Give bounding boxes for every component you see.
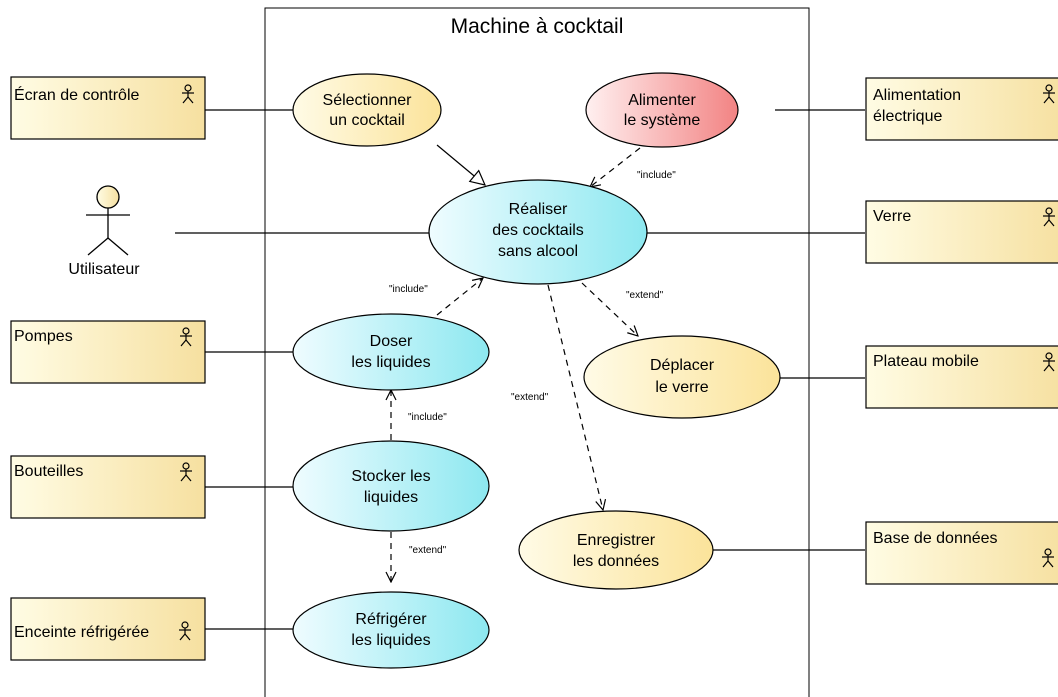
relation-include-alimenter bbox=[590, 147, 641, 187]
actor-label: Bouteilles bbox=[14, 463, 83, 480]
relation-extend-deplacer bbox=[581, 282, 638, 336]
use-case-label: le système bbox=[624, 112, 701, 129]
use-case-deplacer[interactable]: Déplacer le verre bbox=[583, 335, 781, 419]
use-case-label: Doser bbox=[370, 333, 413, 350]
actor-plateau[interactable]: Plateau mobile bbox=[865, 345, 1058, 409]
actor-label: Enceinte réfrigérée bbox=[14, 624, 149, 641]
association-lines bbox=[175, 109, 865, 630]
use-case-label: Enregistrer bbox=[577, 532, 656, 549]
actor-alimentation[interactable]: Alimentation électrique bbox=[865, 77, 1058, 141]
use-case-alimenter[interactable]: Alimenter le système bbox=[585, 72, 739, 148]
actor-icon bbox=[179, 621, 191, 641]
actor-label: Verre bbox=[873, 208, 911, 225]
actor-icon bbox=[1043, 352, 1055, 372]
relation-label: "include" bbox=[408, 412, 447, 423]
actor-boxes: Écran de contrôle Pompes Bouteilles Ence… bbox=[10, 76, 206, 661]
relation-extend-enregistrer bbox=[547, 284, 603, 510]
actor-label: Plateau mobile bbox=[873, 353, 979, 370]
use-case-label: les liquides bbox=[351, 632, 430, 649]
use-case-label: Sélectionner bbox=[323, 92, 413, 109]
use-case-label: des cocktails bbox=[492, 222, 584, 239]
relation-label: "include" bbox=[637, 170, 676, 181]
actor-label: Utilisateur bbox=[68, 261, 140, 278]
use-case-label: Stocker les bbox=[351, 468, 430, 485]
use-case-label: Réaliser bbox=[509, 201, 568, 218]
actor-boxes-right: Alimentation électrique Verre Plateau mo… bbox=[865, 77, 1058, 585]
actor-enceinte[interactable]: Enceinte réfrigérée bbox=[10, 597, 206, 661]
use-case-label: Alimenter bbox=[628, 92, 696, 109]
use-case-stocker[interactable]: Stocker les liquides bbox=[292, 440, 490, 532]
relation-label: "extend" bbox=[626, 290, 664, 301]
use-case-doser[interactable]: Doser les liquides bbox=[292, 313, 490, 391]
actor-base[interactable]: Base de données bbox=[865, 521, 1058, 585]
use-case-label: sans alcool bbox=[498, 243, 578, 260]
use-case-realiser[interactable]: Réaliser des cocktails sans alcool bbox=[428, 179, 648, 285]
actor-label: Écran de contrôle bbox=[14, 85, 140, 104]
actor-verre[interactable]: Verre bbox=[865, 200, 1058, 264]
use-case-label: liquides bbox=[364, 489, 418, 506]
relation-label: "include" bbox=[389, 284, 428, 295]
use-cases: Sélectionner un cocktail Alimenter le sy… bbox=[292, 72, 781, 669]
use-case-label: Réfrigérer bbox=[355, 611, 427, 628]
actor-utilisateur[interactable]: Utilisateur bbox=[68, 185, 140, 278]
relation-include-doser bbox=[436, 278, 483, 316]
use-case-enregistrer[interactable]: Enregistrer les données bbox=[518, 510, 714, 590]
use-case-selectionner[interactable]: Sélectionner un cocktail bbox=[292, 73, 442, 147]
actor-label: électrique bbox=[873, 108, 942, 125]
actor-pompes[interactable]: Pompes bbox=[10, 320, 206, 384]
actor-label: Base de données bbox=[873, 530, 998, 547]
system-title: Machine à cocktail bbox=[451, 15, 624, 38]
actor-icon bbox=[1043, 207, 1055, 227]
use-case-label: les données bbox=[573, 553, 659, 570]
use-case-refrigerer[interactable]: Réfrigérer les liquides bbox=[292, 591, 490, 669]
actor-icon bbox=[1043, 84, 1055, 104]
use-case-label: le verre bbox=[655, 379, 708, 396]
actor-icon bbox=[1042, 548, 1054, 568]
relation-label: "extend" bbox=[409, 545, 447, 556]
actor-icon bbox=[182, 84, 194, 104]
relation-labels: "include" "include" "extend" "extend" "i… bbox=[389, 170, 676, 556]
use-case-label: un cocktail bbox=[329, 112, 405, 129]
actor-bouteilles[interactable]: Bouteilles bbox=[10, 455, 206, 519]
actor-label: Alimentation bbox=[873, 87, 961, 104]
actor-label: Pompes bbox=[14, 328, 73, 345]
use-case-label: Déplacer bbox=[650, 357, 715, 374]
stick-figure-icon bbox=[86, 185, 130, 256]
actor-icon bbox=[180, 327, 192, 347]
actor-icon bbox=[180, 462, 192, 482]
use-case-label: les liquides bbox=[351, 354, 430, 371]
system-boundary bbox=[264, 7, 810, 697]
actor-ecran[interactable]: Écran de contrôle bbox=[10, 76, 206, 140]
relation-label: "extend" bbox=[511, 392, 549, 403]
relation-lines bbox=[391, 144, 641, 582]
relation-generalization bbox=[436, 144, 485, 185]
